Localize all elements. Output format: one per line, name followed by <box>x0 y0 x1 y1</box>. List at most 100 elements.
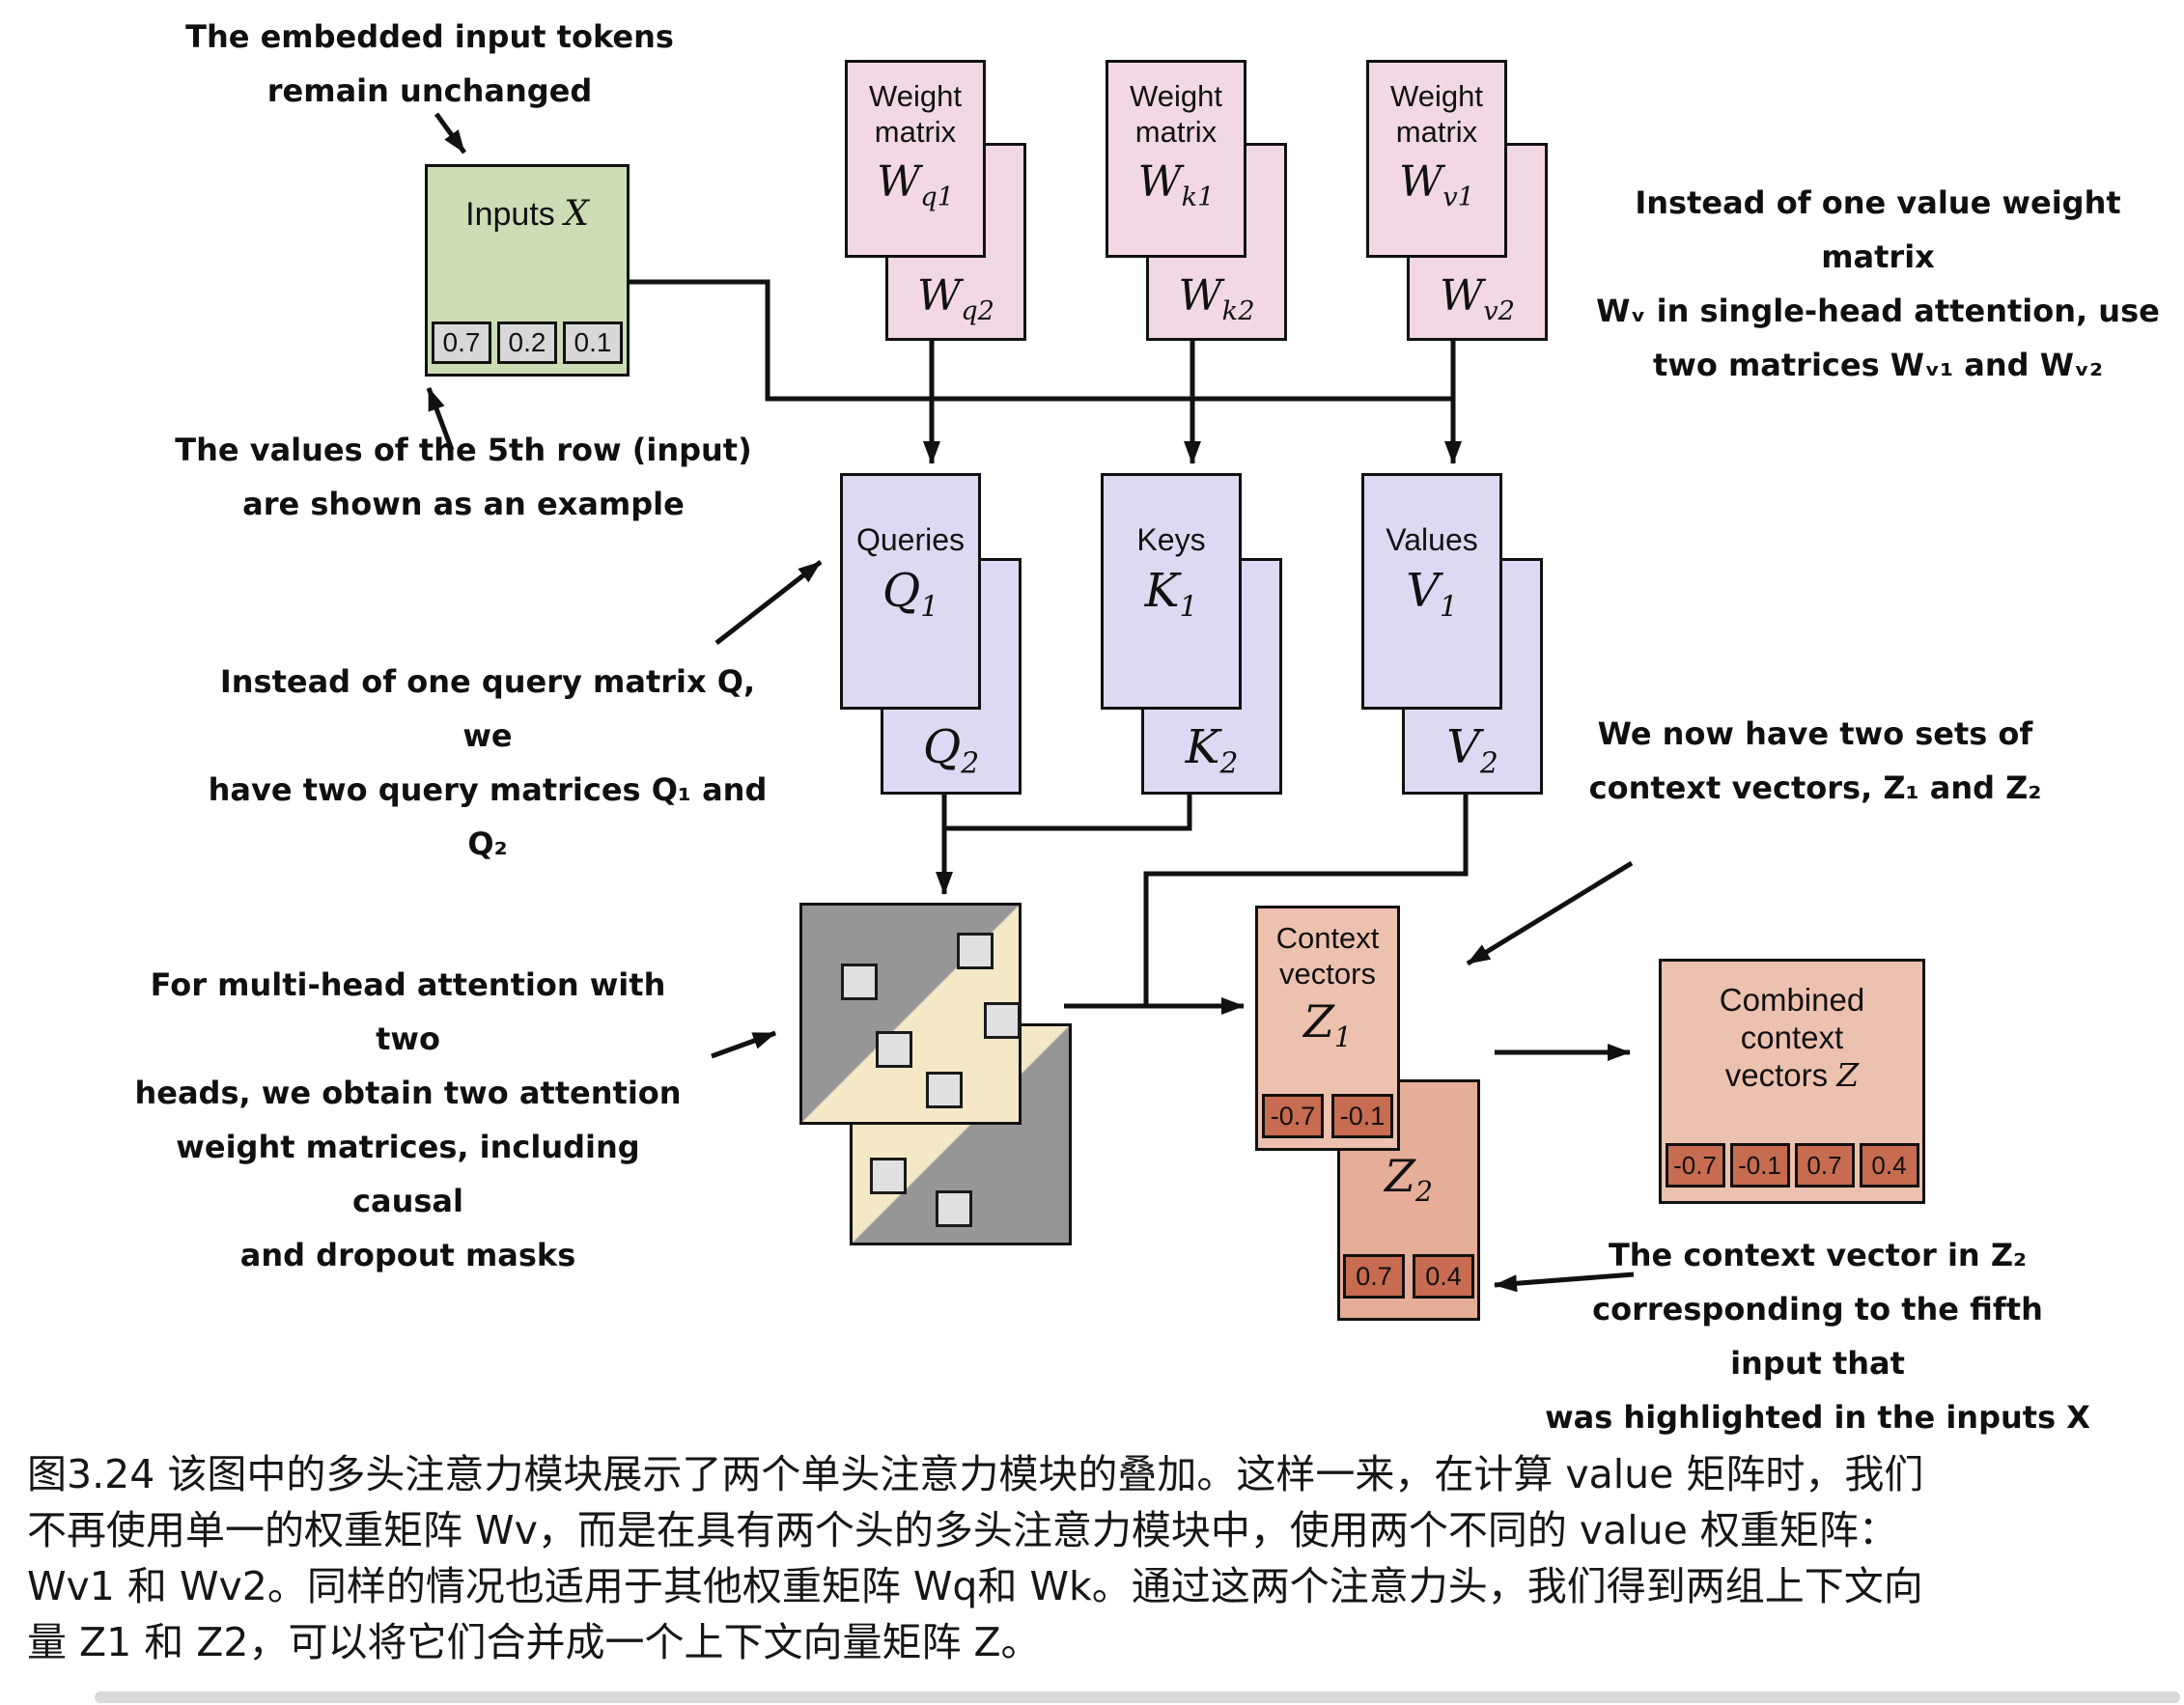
input-cell: 0.1 <box>563 321 623 364</box>
z1-cell-row: -0.7 -0.1 <box>1258 1094 1397 1138</box>
annotation-line: We now have two sets of <box>1597 715 2033 752</box>
box-title: vectors Z <box>1724 1056 1860 1094</box>
z1-cell: -0.7 <box>1262 1094 1324 1138</box>
annotation-line: Instead of one value weight matrix <box>1635 184 2121 275</box>
input-cell: 0.2 <box>497 321 557 364</box>
arrow-z2ann-to-z2cells <box>1494 1272 1635 1293</box>
caption-line: Wv1 和 Wv2。同样的情况也适用于其他权重矩阵 Wq和 Wk。通过这两个注意… <box>27 1563 1923 1609</box>
annotation-line: are shown as an example <box>242 486 685 522</box>
annotation-multihead-masks: For multi-head attention with two heads,… <box>121 958 695 1282</box>
wq2-label: Wq2 <box>916 271 995 326</box>
annotation-line: have two query matrices Q₁ and Q₂ <box>208 771 768 862</box>
box-title: Combined <box>1719 982 1865 1018</box>
dropout-cell <box>870 1158 907 1194</box>
wk1-label: Wk1 <box>1137 157 1215 212</box>
combined-cell: 0.7 <box>1794 1143 1855 1188</box>
horizontal-scrollbar[interactable] <box>95 1691 2180 1703</box>
annotation-embedded-tokens: The embedded input tokens remain unchang… <box>145 10 714 118</box>
box-title: Context <box>1275 921 1380 955</box>
q2-label: Q2 <box>922 719 980 781</box>
annotation-line: was highlighted in the inputs X <box>1545 1399 2090 1436</box>
arrow-multiheadann-to-mask <box>711 1030 776 1059</box>
annotation-line: The context vector in Z₂ <box>1608 1237 2028 1273</box>
box-title: Weight <box>1130 79 1222 113</box>
dropout-cell <box>841 964 878 1000</box>
box-title: matrix <box>1134 115 1218 149</box>
annotation-line: context vectors, Z₁ and Z₂ <box>1588 769 2042 806</box>
z2-cell: 0.4 <box>1413 1254 1474 1299</box>
v1-label: V1 <box>1406 564 1458 625</box>
z2-label: Z2 <box>1384 1150 1434 1209</box>
figure-caption: 图3.24 该图中的多头注意力模块展示了两个单头注意力模块的叠加。这样一来，在计… <box>27 1446 2167 1670</box>
keys-k1-box: Keys K1 <box>1101 473 1242 710</box>
z1-cell: -0.1 <box>1331 1094 1393 1138</box>
annotation-line: two matrices Wᵥ₁ and Wᵥ₂ <box>1652 347 2104 383</box>
wv2-label: Wv2 <box>1440 271 1515 326</box>
attention-mask-1 <box>799 903 1022 1125</box>
annotation-line: Wᵥ in single-head attention, use <box>1596 293 2160 329</box>
weight-matrix-wq1-box: Weight matrix Wq1 <box>845 60 986 258</box>
wq1-label: Wq1 <box>876 157 955 212</box>
dropout-cell <box>876 1031 912 1068</box>
annotation-line: corresponding to the fifth input that <box>1592 1291 2043 1382</box>
context-vectors-z1-box: Context vectors Z1 -0.7 -0.1 <box>1255 906 1400 1151</box>
k1-label: K1 <box>1144 564 1198 625</box>
annotation-line: remain unchanged <box>266 72 593 109</box>
combined-cell: 0.4 <box>1859 1143 1919 1188</box>
annotation-line: and dropout masks <box>239 1237 576 1273</box>
k2-label: K2 <box>1185 719 1239 781</box>
wk2-label: Wk2 <box>1178 271 1255 326</box>
box-title: Weight <box>1390 79 1483 113</box>
inputs-label: Inputs X <box>465 194 589 234</box>
z2-cell-row: 0.7 0.4 <box>1340 1254 1477 1299</box>
caption-line: 图3.24 该图中的多头注意力模块展示了两个单头注意力模块的叠加。这样一来，在计… <box>27 1451 1924 1497</box>
annotation-query-matrices: Instead of one query matrix Q, we have t… <box>208 655 768 871</box>
v2-label: V2 <box>1446 719 1498 781</box>
connector-inputs-bus <box>630 279 1453 402</box>
weight-matrix-wk1-box: Weight matrix Wk1 <box>1106 60 1246 258</box>
annotation-line: For multi-head attention with two <box>150 966 666 1057</box>
z1-label: Z1 <box>1302 995 1353 1054</box>
queries-q1-box: Queries Q1 <box>840 473 981 710</box>
arrow-queryann-to-queries <box>714 560 823 645</box>
annotation-z2-vector: The context vector in Z₂ corresponding t… <box>1545 1228 2090 1444</box>
combined-context-vectors-box: Combined context vectors Z -0.7 -0.1 0.7… <box>1659 959 1925 1204</box>
annotation-line: weight matrices, including causal <box>176 1129 640 1219</box>
input-cell: 0.7 <box>432 321 491 364</box>
caption-line: 不再使用单一的权重矩阵 Wv，而是在具有两个头的多头注意力模块中，使用两个不同的… <box>27 1507 1898 1553</box>
annotation-line: The embedded input tokens <box>185 18 674 55</box>
weight-matrix-wv1-box: Weight matrix Wv1 <box>1366 60 1507 258</box>
box-title: vectors <box>1279 957 1376 991</box>
arrow-fifthrow-to-cell <box>426 387 455 451</box>
combined-cell: -0.1 <box>1729 1143 1790 1188</box>
inputs-cell-row: 0.7 0.2 0.1 <box>428 321 627 364</box>
dropout-cell <box>957 933 994 969</box>
box-title: Values <box>1386 522 1478 557</box>
annotation-line: Instead of one query matrix Q, we <box>219 663 756 754</box>
box-title: matrix <box>874 115 957 149</box>
combined-cell: -0.7 <box>1665 1143 1725 1188</box>
annotation-context-sets: We now have two sets of context vectors,… <box>1583 707 2047 815</box>
connector-keys-join <box>944 795 1192 831</box>
box-title: context <box>1740 1020 1844 1055</box>
annotation-line: heads, we obtain two attention <box>134 1075 682 1111</box>
inputs-x-box: Inputs X 0.7 0.2 0.1 <box>425 164 630 377</box>
combined-cell-row: -0.7 -0.1 0.7 0.4 <box>1662 1143 1922 1188</box>
annotation-fifth-row: The values of the 5th row (input) are sh… <box>159 423 768 531</box>
caption-line: 量 Z1 和 Z2，可以将它们合并成一个上下文向量矩阵 Z。 <box>27 1619 1041 1665</box>
annotation-line: The values of the 5th row (input) <box>175 432 752 468</box>
box-title: Weight <box>869 79 962 113</box>
z2-cell: 0.7 <box>1343 1254 1405 1299</box>
arrow-contextann-to-context <box>1466 860 1634 966</box>
dropout-cell <box>936 1190 972 1227</box>
q1-label: Q1 <box>882 564 939 625</box>
annotation-value-weights: Instead of one value weight matrix Wᵥ in… <box>1588 176 2168 392</box>
box-title: Queries <box>855 522 966 557</box>
box-title: Keys <box>1136 522 1206 557</box>
connector-values-join <box>1143 795 1469 1004</box>
dropout-cell <box>926 1072 963 1108</box>
arrow-embedded-to-inputs <box>434 112 467 154</box>
wv1-label: Wv1 <box>1399 157 1474 212</box>
